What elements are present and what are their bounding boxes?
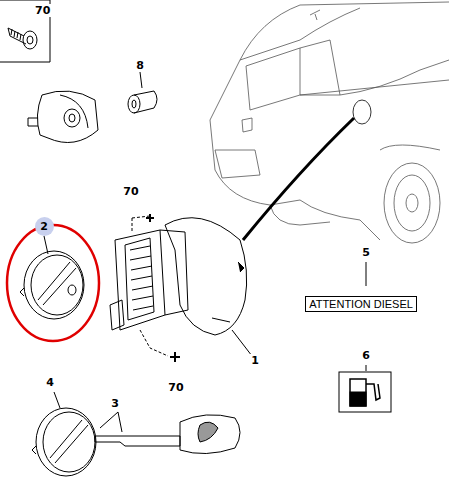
callout-circle: 2 [35, 217, 54, 236]
callout-number: 70 [122, 185, 139, 198]
leader-line [366, 262, 367, 286]
node-text: 2 [35, 217, 54, 236]
leader-line [366, 365, 367, 371]
leader-line [44, 236, 48, 254]
frame [0, 0, 50, 62]
car-drawing [210, 2, 449, 243]
leader-line [232, 330, 252, 356]
lock-cylinder [128, 91, 157, 113]
callout-number: 8 [135, 59, 145, 72]
locking-cap [32, 408, 96, 476]
callout-box: 70 [34, 4, 51, 17]
node-text: 70 [35, 4, 50, 17]
leader-line [54, 392, 60, 408]
location-line [243, 118, 354, 240]
callout-number: 1 [250, 354, 260, 367]
callout-number: 70 [167, 381, 184, 394]
callout-number: 6 [361, 349, 371, 362]
leader-line [140, 72, 142, 88]
callout-number: 5 [361, 246, 371, 259]
filler-flap [110, 214, 247, 362]
screw [8, 28, 37, 49]
key [95, 415, 240, 454]
fuel-pump-symbol [339, 372, 391, 412]
node-text: ATTENTION DIESEL [309, 298, 413, 310]
highlight-ring [7, 225, 99, 341]
warning-label-box: ATTENTION DIESEL [305, 296, 417, 312]
fuel-cap [20, 251, 84, 319]
callout-number: 4 [45, 376, 55, 389]
leader-line [100, 412, 122, 432]
cap-housing [28, 91, 98, 143]
callout-number: 3 [110, 397, 120, 410]
